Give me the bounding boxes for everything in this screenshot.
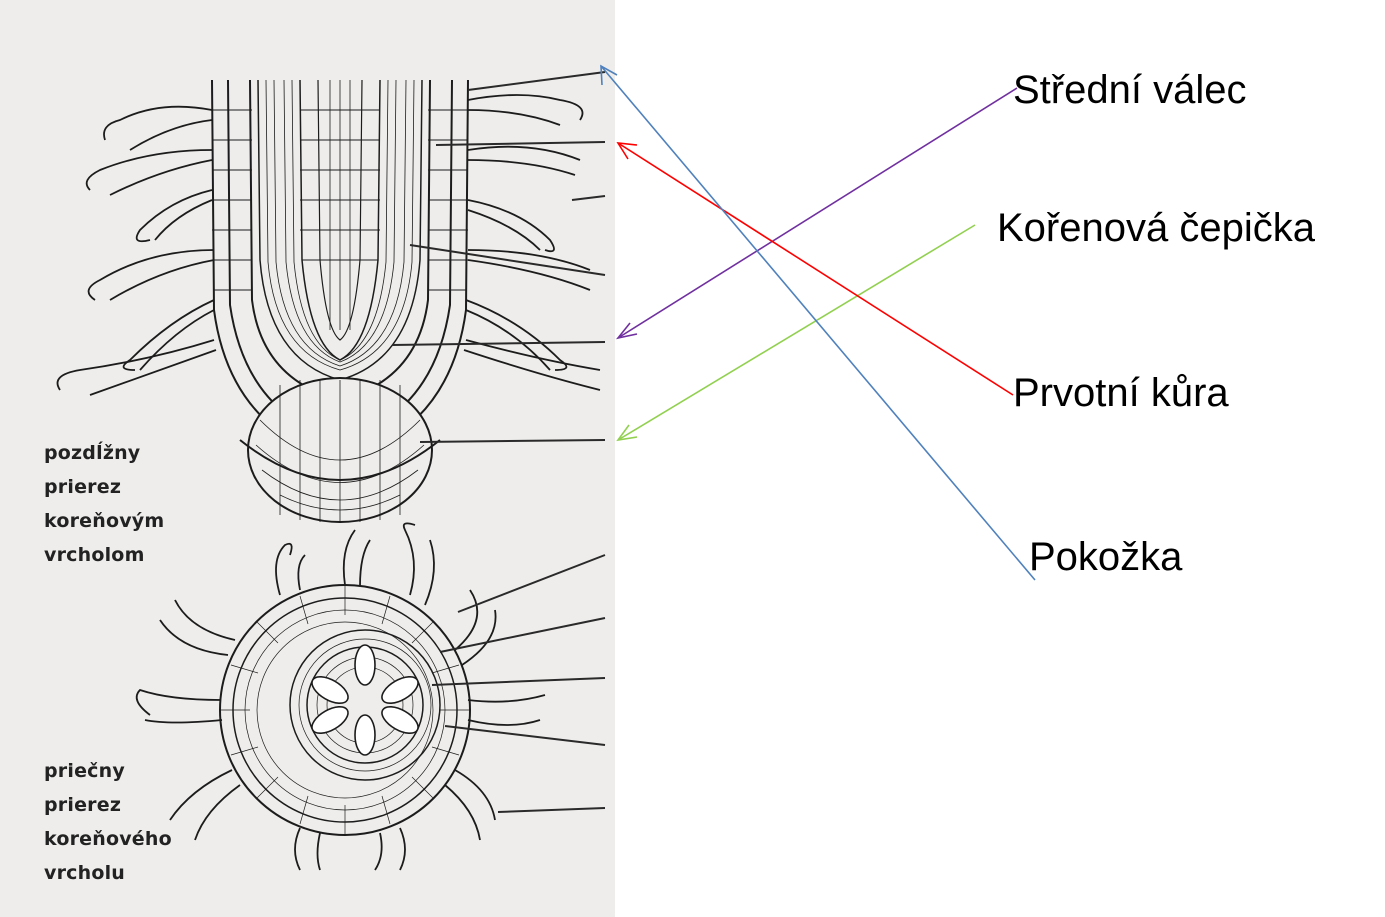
answer-korenova-cepicka: Kořenová čepička xyxy=(997,206,1315,251)
answer-prvotni-kura: Prvotní kůra xyxy=(1013,371,1229,416)
answer-pokozka: Pokožka xyxy=(1029,535,1182,580)
answer-stredni-valec: Střední válec xyxy=(1013,68,1246,113)
arrow-stredni-valec xyxy=(618,88,1017,338)
arrow-prvotni-kura xyxy=(618,143,1013,395)
arrow-pokozka xyxy=(601,66,1035,580)
